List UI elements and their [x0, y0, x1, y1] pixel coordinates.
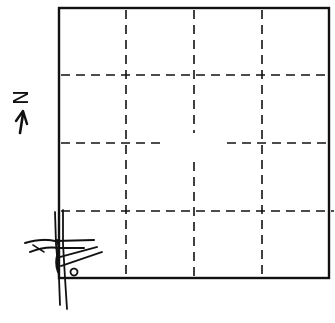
north-arrow-shaft	[20, 114, 23, 133]
north-label: N	[9, 90, 33, 105]
grid-dashed-lines	[61, 10, 334, 277]
north-arrow-icon: N	[9, 90, 33, 133]
road-junction-sketch-icon	[25, 210, 102, 309]
